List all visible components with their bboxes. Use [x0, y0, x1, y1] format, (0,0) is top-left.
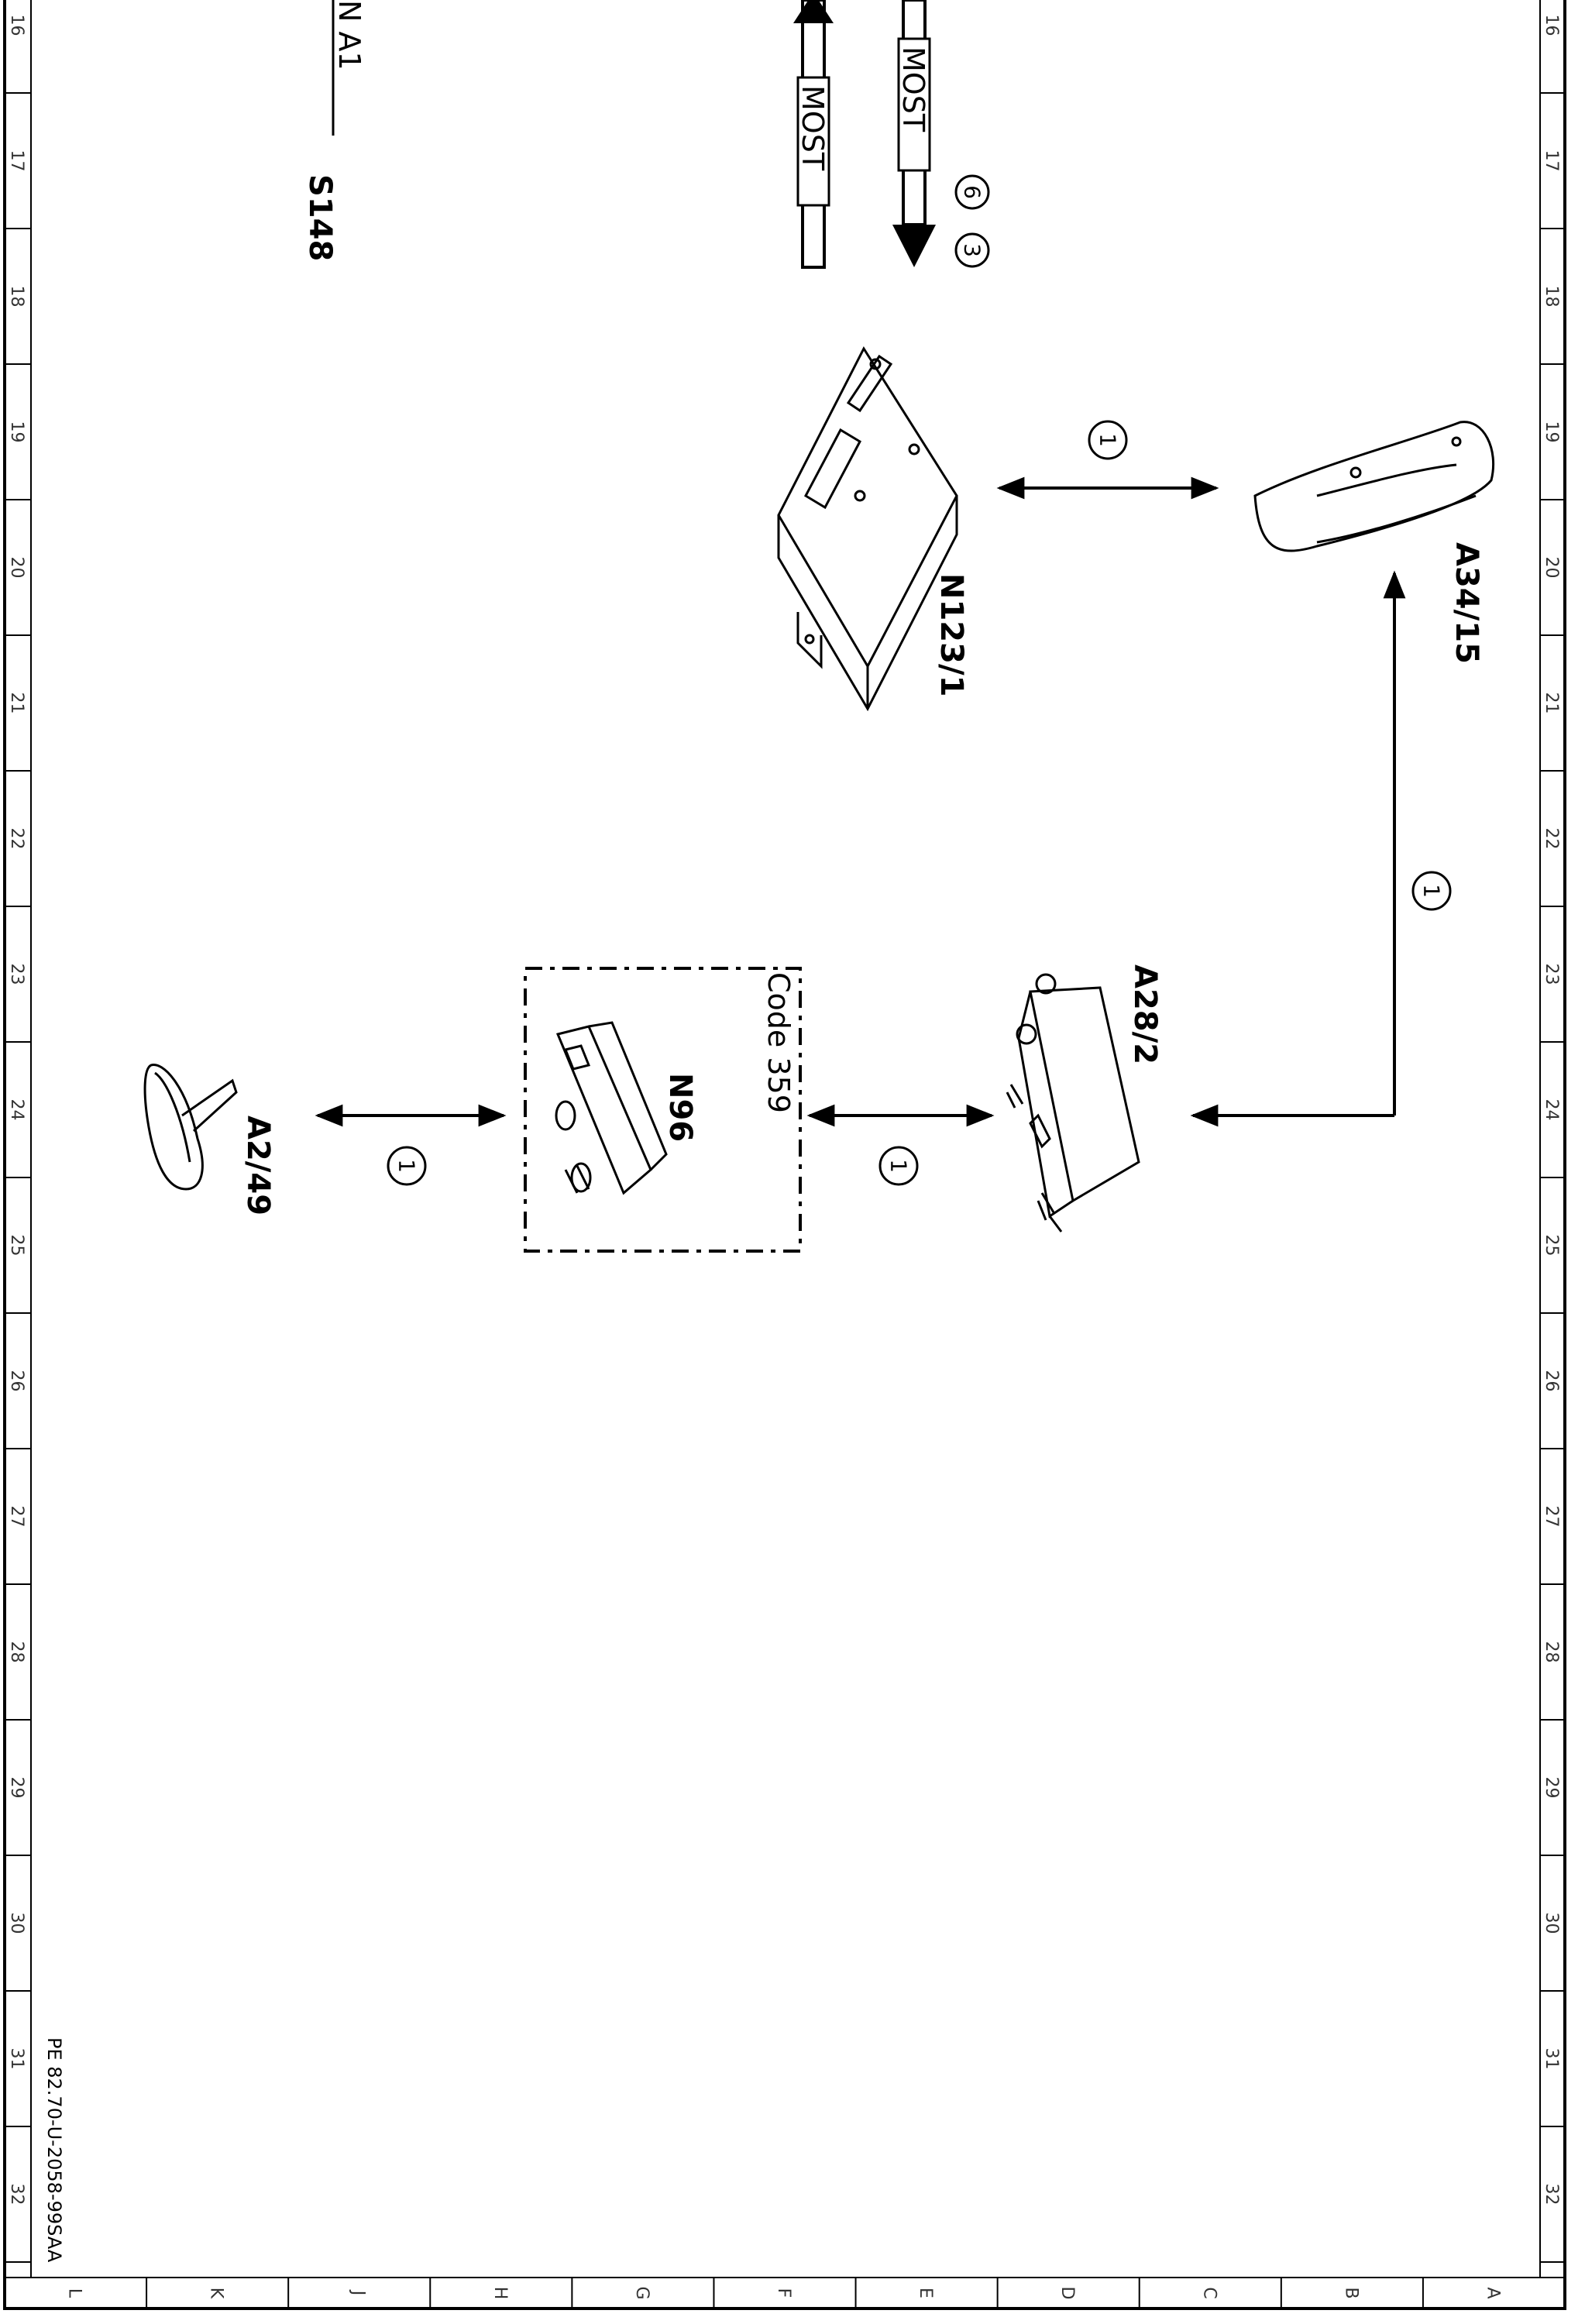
grid-number-left-16: 16 — [7, 15, 26, 36]
conn-ref-3: 1 — [886, 1159, 912, 1173]
a34-15-housing — [1253, 421, 1495, 552]
grid-number-left-25: 25 — [7, 1235, 26, 1257]
grid-number-right-20: 20 — [1542, 557, 1561, 579]
grid-number-left-23: 23 — [7, 964, 26, 985]
a28-2-module — [1006, 973, 1140, 1232]
grid-number-left-26: 26 — [7, 1370, 26, 1392]
grid-number-left-20: 20 — [7, 557, 26, 579]
grid-number-left-27: 27 — [7, 1506, 26, 1528]
grid-number-right-19: 19 — [1542, 421, 1561, 443]
grid-letter-B: B — [1341, 2287, 1360, 2298]
conn-ref-2: 1 — [1419, 884, 1445, 898]
grid-letter-F: F — [774, 2288, 793, 2298]
grid-number-left-17: 17 — [7, 150, 26, 172]
conn-ref-4: 1 — [394, 1159, 420, 1173]
n96-device — [555, 1021, 668, 1195]
grid-number-right-32: 32 — [1542, 2184, 1561, 2205]
grid-number-left-31: 31 — [7, 2048, 26, 2070]
label-a28-2: A28/2 — [1127, 964, 1163, 1064]
grid-numbers-right: 16 17 18 19 20 21 22 23 24 25 26 27 28 29 30 31 32 — [1540, 15, 1565, 2263]
grid-number-left-19: 19 — [7, 421, 26, 443]
conn-ref-1: 1 — [1095, 433, 1121, 447]
grid-number-left-18: 18 — [7, 286, 26, 308]
grid-number-right-26: 26 — [1542, 1370, 1561, 1392]
grid-letter-A: A — [1483, 2287, 1502, 2298]
header-partial: N A1 S148 — [302, 0, 366, 261]
label-n123-1: N123/1 — [933, 573, 969, 696]
a2-49-antenna — [143, 1063, 238, 1191]
grid-number-right-18: 18 — [1542, 286, 1561, 308]
grid-number-right-16: 16 — [1542, 15, 1561, 36]
grid-number-right-22: 22 — [1542, 828, 1561, 850]
grid-number-left-22: 22 — [7, 828, 26, 850]
grid-number-right-21: 21 — [1542, 693, 1561, 714]
grid-number-right-17: 17 — [1542, 150, 1561, 172]
most-bus: MOST MOST 6 3 — [793, 0, 990, 269]
code-359-box — [524, 967, 802, 1253]
grid-numbers-left: 16 17 18 19 20 21 22 23 24 25 26 27 28 29 30 31 32 — [5, 15, 31, 2263]
grid-letter-L: L — [65, 2288, 84, 2298]
connection-n123-a34: 1 — [996, 420, 1219, 500]
grid-number-right-28: 28 — [1542, 1642, 1561, 1663]
grid-number-right-24: 24 — [1542, 1099, 1561, 1121]
grid-number-right-31: 31 — [1542, 2048, 1561, 2070]
connection-n96-a249: 1 — [315, 1104, 507, 1186]
grid-number-right-25: 25 — [1542, 1235, 1561, 1257]
grid-number-left-30: 30 — [7, 1913, 26, 1934]
document-id: PE 82.70-U-2058-99SAA — [43, 2037, 65, 2263]
grid-letter-K: K — [207, 2288, 226, 2299]
grid-number-left-24: 24 — [7, 1099, 26, 1121]
grid-number-right-30: 30 — [1542, 1913, 1561, 1934]
code-359-label: Code 359 — [762, 972, 796, 1113]
grid-number-left-29: 29 — [7, 1777, 26, 1799]
grid-letter-C: C — [1199, 2287, 1219, 2298]
sheet-ref: S148 — [302, 174, 338, 261]
most-label-right: MOST — [896, 46, 930, 132]
n123-1-module — [777, 346, 958, 712]
label-n96: N96 — [662, 1073, 698, 1142]
partial-label: N A1 — [332, 0, 366, 70]
label-a2-49: A2/49 — [240, 1116, 276, 1215]
label-a34-15: A34/15 — [1449, 542, 1484, 664]
grid-letter-J: J — [349, 2289, 368, 2296]
grid-letter-E: E — [916, 2288, 935, 2298]
bus-ref-3: 3 — [960, 243, 985, 257]
grid-letter-G: G — [632, 2286, 652, 2299]
grid-number-left-28: 28 — [7, 1642, 26, 1663]
grid-number-left-21: 21 — [7, 693, 26, 714]
connection-a34-a28: 1 — [1190, 570, 1452, 1127]
connection-a28-n96: 1 — [806, 1104, 995, 1186]
grid-letter-H: H — [490, 2287, 510, 2300]
most-label-left: MOST — [796, 85, 830, 171]
grid-number-right-29: 29 — [1542, 1777, 1561, 1799]
grid-number-left-32: 32 — [7, 2184, 26, 2205]
frame — [3, 0, 1566, 2310]
grid-letter-D: D — [1057, 2287, 1077, 2300]
grid-number-right-23: 23 — [1542, 964, 1561, 985]
bus-ref-6: 6 — [960, 185, 985, 199]
grid-number-right-27: 27 — [1542, 1506, 1561, 1528]
